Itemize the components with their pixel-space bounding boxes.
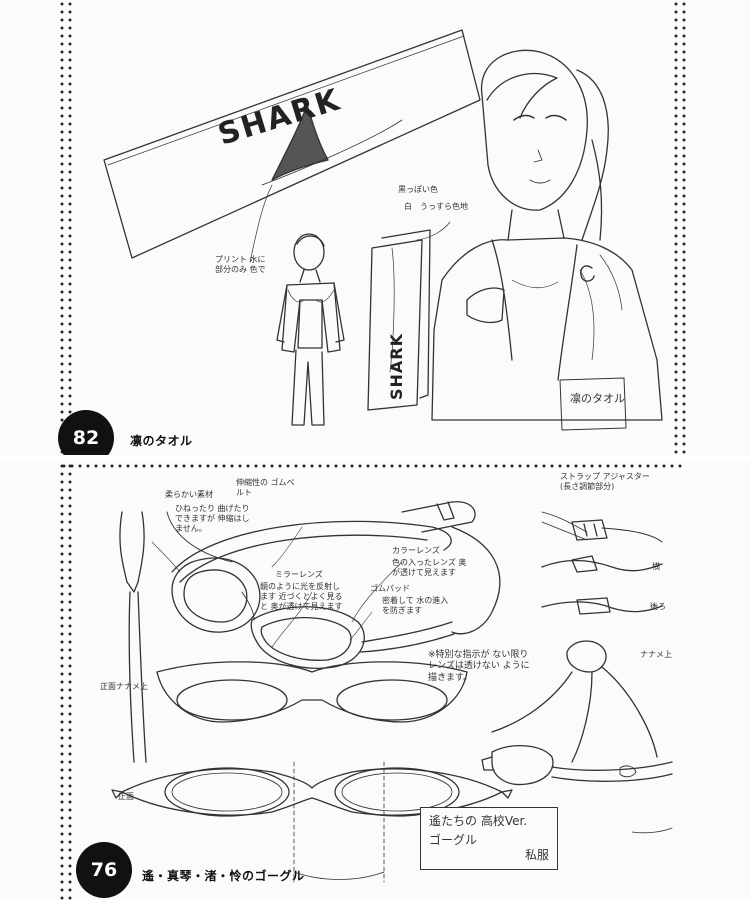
dotted-border-left bbox=[58, 462, 72, 900]
note-back: 後ろ bbox=[650, 602, 666, 611]
page-caption: 凛のタオル bbox=[130, 434, 193, 448]
note-strap-adjuster: ストラップ アジャスター (長さ調節部分) bbox=[560, 472, 650, 491]
note-box-goggles: 遙たちの 高校Ver. ゴーグル 私服 bbox=[420, 807, 558, 870]
note-special-instruction: ※特別な指示が ない限り レンズは透けない ように描きます。 bbox=[428, 650, 530, 683]
note-side: 横 bbox=[652, 562, 660, 571]
note-print: プリント 水に 部分のみ 色で bbox=[215, 255, 266, 274]
note-slanted: ナナメ上 bbox=[640, 650, 672, 659]
note-mirror-lens-detail: 鏡のように光を反射します 近づくとよく見ると 奥が透けて見えます bbox=[260, 582, 343, 611]
note-color-white-detail: うっすら色地 bbox=[420, 202, 468, 211]
note-front: 正面 bbox=[118, 792, 134, 801]
top-page: SHARK SHARK 凛のタオル プリント 水に 部分のみ 色で 黒っぽい色 … bbox=[58, 0, 686, 455]
sketch-label-text: 凛のタオル bbox=[570, 391, 625, 405]
note-rubber-pad: ゴムパッド bbox=[370, 584, 410, 593]
note-soft-material-detail: ひねったり 曲げたりできますが 伸縮はしません。 bbox=[175, 504, 250, 533]
towel-sketch-illustration: SHARK SHARK 凛のタオル bbox=[103, 29, 663, 431]
note-color-lens: カラーレンズ bbox=[392, 546, 440, 555]
page-number-badge: 82 bbox=[58, 410, 114, 455]
box-note-line-3: 私服 bbox=[524, 848, 549, 862]
page-caption: 遙・真琴・渚・怜のゴーグル bbox=[142, 869, 305, 883]
box-note-line-1: 遙たちの 高校Ver. bbox=[429, 814, 528, 828]
towel-shark-text: SHARK bbox=[214, 82, 345, 152]
goggles-sketch-illustration bbox=[111, 501, 673, 883]
note-rubber-pad-detail: 密着して 水の進入を防ぎます bbox=[382, 596, 449, 615]
dotted-border-right bbox=[672, 0, 686, 455]
dotted-border-top bbox=[60, 462, 686, 472]
note-color-white: 白 bbox=[404, 202, 412, 211]
note-soft-material: 柔らかい素材 bbox=[165, 490, 213, 499]
bottom-page: 柔らかい素材 ひねったり 曲げたりできますが 伸縮はしません。 伸縮性の ゴムベ… bbox=[0, 462, 750, 900]
note-color-lens-detail: 色の入ったレンズ 奥が透けて見えます bbox=[392, 558, 467, 577]
box-note-line-2: ゴーグル bbox=[429, 833, 478, 847]
note-mirror-lens: ミラーレンズ bbox=[275, 570, 323, 579]
note-elastic-belt: 伸縮性の ゴムベルト bbox=[236, 478, 295, 497]
note-color-black: 黒っぽい色 bbox=[398, 185, 438, 194]
page-number-badge: 76 bbox=[76, 842, 132, 898]
dotted-border-left bbox=[58, 0, 72, 455]
note-front-slanted: 正面ナナメ上 bbox=[100, 682, 148, 691]
small-towel-shark-text: SHARK bbox=[387, 333, 406, 400]
